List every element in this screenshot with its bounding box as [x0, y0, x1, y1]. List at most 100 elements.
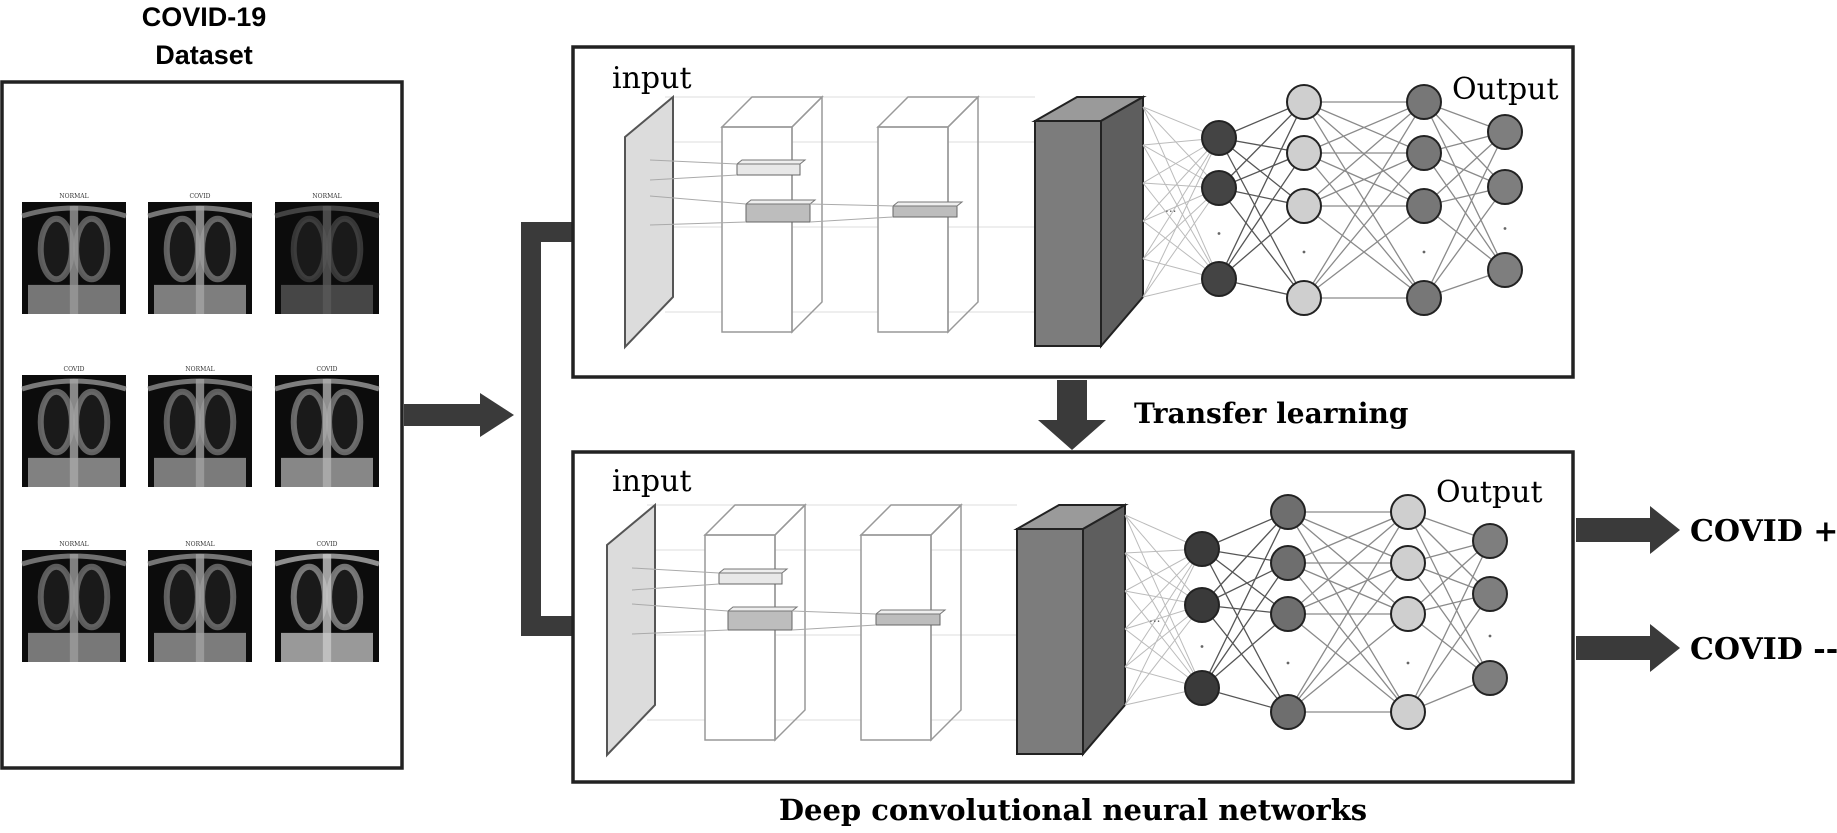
neuron-ellipsis [1422, 250, 1426, 254]
xray-left-lung [290, 563, 328, 631]
xray-spine [69, 379, 79, 487]
xray-label: NORMAL [59, 193, 88, 200]
xray-label: COVID [317, 366, 338, 373]
dense-connection [1124, 514, 1203, 689]
dense-connection [1124, 548, 1203, 630]
neuron-connection [1201, 562, 1289, 689]
xray-spine [69, 206, 79, 314]
xray-right-lung [73, 388, 111, 456]
positive-arrow-shaft [1576, 518, 1652, 542]
source-input-label: input [612, 61, 692, 96]
neuron [1184, 531, 1220, 567]
xray-thumbnail: COVID [274, 541, 380, 662]
neuron-connection [1423, 101, 1506, 271]
xray-abdomen [28, 632, 120, 662]
source-output-label: Output [1452, 72, 1559, 107]
conv-block-side [774, 503, 806, 742]
dense-connection [1142, 187, 1220, 298]
neuron-connection [1201, 548, 1289, 713]
xray-right-lung [199, 563, 237, 631]
kernel-projection [649, 195, 747, 205]
kernel-bar [875, 613, 941, 626]
neuron [1487, 252, 1523, 288]
neuron-ellipsis [1503, 227, 1507, 230]
dense-connection [1124, 590, 1203, 689]
neuron-connection [1423, 131, 1506, 207]
positive-arrow-head [1650, 506, 1680, 554]
xray-left-lung [37, 215, 75, 283]
xray-abdomen [281, 457, 373, 487]
xray-thumbnail: NORMAL [147, 541, 253, 662]
kernel-projection [809, 203, 894, 207]
neuron-connection [1287, 511, 1409, 713]
kernel-bar [718, 572, 783, 585]
kernel-projection [649, 174, 738, 181]
neuron-connection [1201, 511, 1289, 689]
neuron [1390, 545, 1426, 581]
xray-abdomen [154, 457, 246, 487]
transfer-arrow [1038, 380, 1106, 450]
neuron [1406, 135, 1442, 171]
neuron-connection [1423, 101, 1506, 188]
neuron-connection [1303, 101, 1425, 154]
xray-shoulders [147, 205, 253, 219]
neuron [1406, 84, 1442, 120]
neuron [1487, 169, 1523, 205]
xray-spine [69, 554, 79, 662]
xray-abdomen [154, 284, 246, 314]
input-plane [624, 94, 674, 350]
kernel-projection [809, 216, 894, 223]
input-plane [606, 502, 656, 758]
neuron-connection [1303, 101, 1425, 299]
dense-connection [1142, 144, 1220, 280]
xray-spine [322, 554, 332, 662]
neuron-connection [1218, 205, 1305, 280]
xray-shoulders [21, 205, 127, 219]
xray-left-lung [163, 215, 201, 283]
xray-thumbnail: NORMAL [21, 193, 127, 314]
output-positive-arrow [1576, 506, 1680, 554]
xray-shoulders [274, 205, 380, 219]
xray-abdomen [281, 284, 373, 314]
neuron-connection [1287, 511, 1409, 564]
dataset-arrow-shaft [404, 404, 482, 426]
neuron-connection [1218, 101, 1305, 280]
dataset-title-line1: COVID-19 [142, 2, 267, 32]
output-positive-label: COVID + [1690, 514, 1837, 549]
xray-right-lung [326, 215, 364, 283]
kernel-bar-top [726, 606, 799, 612]
xray-right-lung [326, 563, 364, 631]
conv-block-side [930, 503, 962, 742]
xray-label: NORMAL [185, 541, 214, 548]
xray-shoulders [21, 378, 127, 392]
xray-thumbnail: COVID [274, 366, 380, 487]
neuron-connection [1218, 137, 1305, 299]
xray-thumbnail: COVID [147, 193, 253, 314]
xray-spine [322, 379, 332, 487]
xray-shoulders [274, 378, 380, 392]
neuron [1270, 494, 1306, 530]
xray-right-lung [199, 215, 237, 283]
xray-thumbnail: NORMAL [147, 366, 253, 487]
dense-connection [1142, 137, 1220, 260]
neuron-connection [1407, 540, 1491, 713]
kernel-bar-top [735, 159, 807, 165]
dense-connection [1124, 552, 1203, 689]
target-network: ... [606, 494, 1508, 758]
neuron-ellipsis [1302, 250, 1306, 254]
neuron [1286, 84, 1322, 120]
kernel-projection [631, 567, 720, 574]
xray-shoulders [274, 553, 380, 567]
neuron-connection [1287, 562, 1409, 713]
xray-label: NORMAL [185, 366, 214, 373]
neuron [1406, 188, 1442, 224]
neuron-connection [1303, 101, 1425, 207]
neuron-ellipsis [1217, 232, 1221, 235]
kernel-projection [649, 159, 738, 165]
dataset-arrow-head [480, 393, 514, 437]
neuron-ellipsis [1488, 634, 1492, 638]
neuron-ellipsis [1286, 661, 1290, 665]
xray-thumbnail: COVID [21, 366, 127, 487]
